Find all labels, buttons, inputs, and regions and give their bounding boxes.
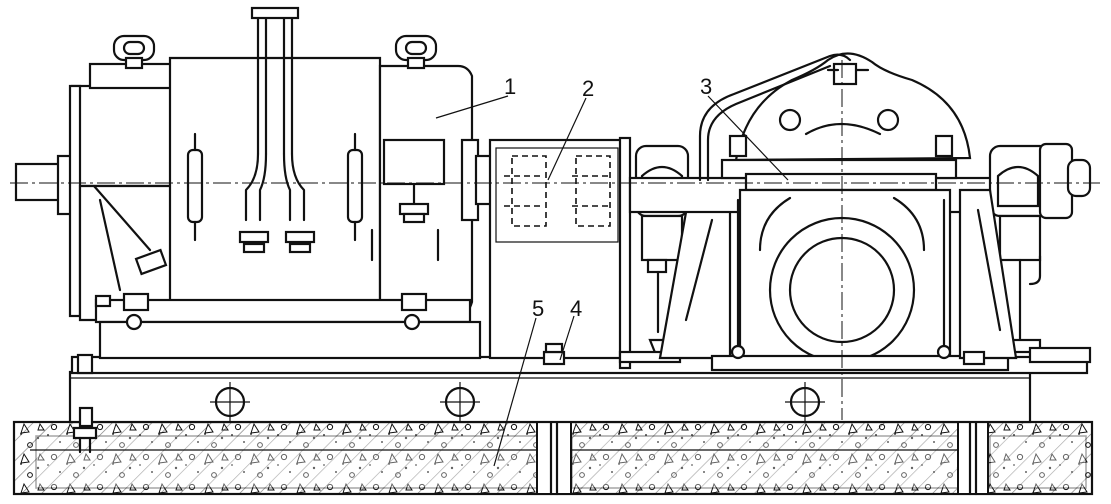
- callout-1: 1: [504, 74, 516, 99]
- callout-4: 4: [570, 296, 582, 321]
- motor: [14, 6, 496, 360]
- pump: [618, 52, 1092, 372]
- callout-2: 2: [582, 76, 594, 101]
- anchor-bolt: [542, 342, 986, 366]
- callout-5: 5: [532, 296, 544, 321]
- callout-3: 3: [700, 74, 712, 99]
- leader-lines: [435, 95, 789, 467]
- coupling-guard: [488, 136, 632, 370]
